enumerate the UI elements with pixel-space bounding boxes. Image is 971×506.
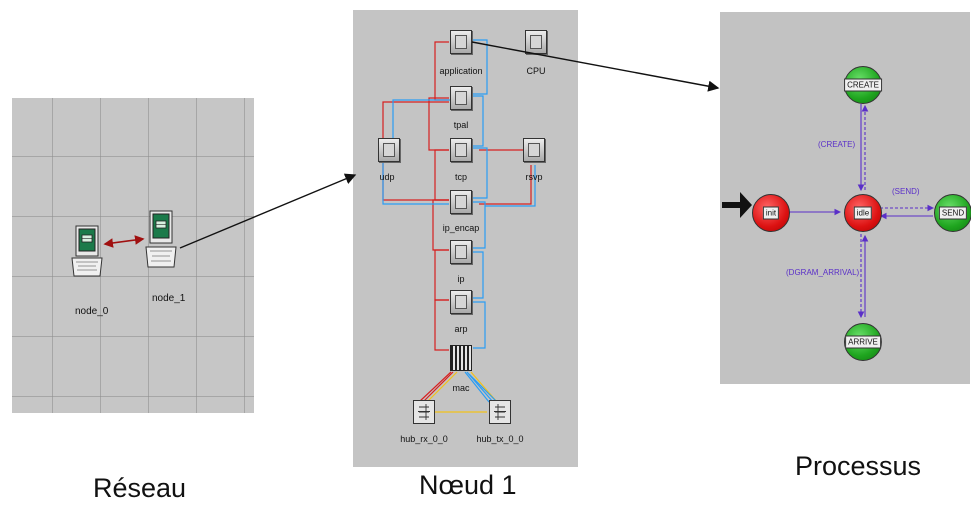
hub-tx-label: hub_tx_0_0	[476, 434, 524, 444]
arp-module[interactable]	[450, 290, 472, 314]
state-init-label: init	[762, 206, 780, 220]
tcp-label: tcp	[454, 172, 468, 182]
cpu-module[interactable]	[525, 30, 547, 54]
tpal-module[interactable]	[450, 86, 472, 110]
transition-dgram-label: (DGRAM_ARRIVAL)	[786, 268, 860, 277]
process-model-panel: CREATE init idle SEND ARRIVE (CREATE) (S…	[720, 12, 971, 384]
cpu-label: CPU	[526, 66, 546, 76]
state-send[interactable]: SEND	[934, 194, 971, 232]
rsvp-module[interactable]	[523, 138, 545, 162]
mac-label: mac	[452, 383, 470, 393]
arp-label: arp	[454, 324, 468, 334]
ip-module[interactable]	[450, 240, 472, 264]
ip-label: ip	[457, 274, 465, 284]
rsvp-label: rsvp	[525, 172, 543, 182]
state-send-label: SEND	[938, 206, 968, 220]
state-idle[interactable]: idle	[844, 194, 882, 232]
udp-label: udp	[379, 172, 395, 182]
hub-rx-label: hub_rx_0_0	[400, 434, 448, 444]
state-create-label: CREATE	[844, 78, 882, 92]
node-link	[103, 235, 145, 248]
state-arrive-label: ARRIVE	[845, 335, 881, 349]
transition-create-label: (CREATE)	[818, 140, 856, 149]
node-0-label: node_0	[75, 306, 109, 317]
state-init[interactable]: init	[752, 194, 790, 232]
node-1-icon[interactable]	[144, 209, 178, 268]
tpal-label: tpal	[453, 120, 469, 130]
udp-module[interactable]	[378, 138, 400, 162]
state-create[interactable]: CREATE	[844, 66, 882, 104]
caption-processus: Processus	[795, 451, 922, 481]
transition-send-label: (SEND)	[892, 187, 920, 196]
tcp-module[interactable]	[450, 138, 472, 162]
node-model-panel: application CPU tpal udp tcp rsvp ip_enc…	[353, 10, 578, 467]
hub-rx-module[interactable]	[413, 400, 435, 424]
network-panel: node_0 node_1	[12, 98, 254, 413]
application-label: application	[439, 66, 483, 76]
caption-noeud: Nœud 1	[419, 470, 517, 500]
mac-module[interactable]	[450, 345, 472, 371]
hub-tx-module[interactable]	[489, 400, 511, 424]
state-arrive[interactable]: ARRIVE	[844, 323, 882, 361]
caption-reseau: Réseau	[93, 473, 187, 503]
node-1-label: node_1	[152, 293, 186, 304]
node-0-icon[interactable]	[70, 224, 104, 282]
ip-encap-label: ip_encap	[442, 223, 480, 233]
application-module[interactable]	[450, 30, 472, 54]
process-transitions	[781, 104, 935, 319]
ip-encap-module[interactable]	[450, 190, 472, 214]
node-model-links	[382, 39, 536, 413]
state-idle-label: idle	[853, 206, 873, 220]
